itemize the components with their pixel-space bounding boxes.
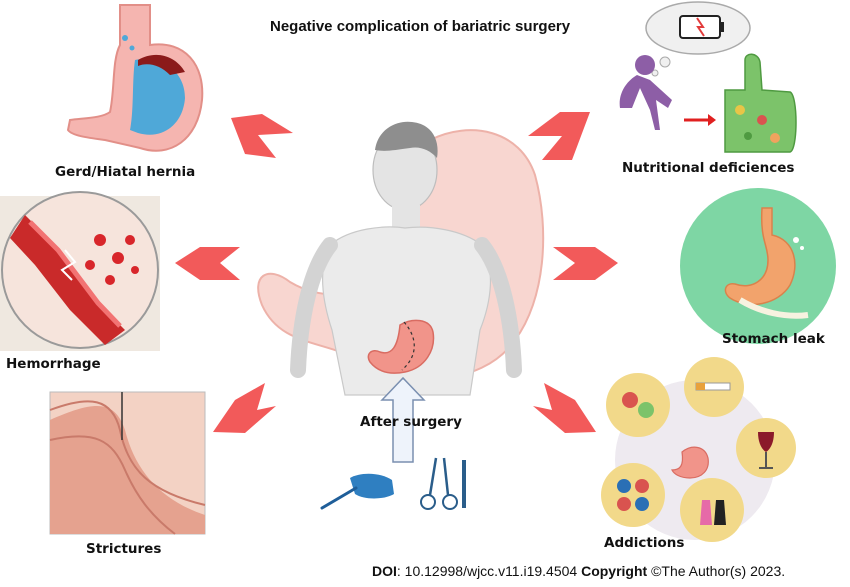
scalpel-hand-icon [320,473,394,510]
red-arrows [175,112,618,433]
sleeve-stomach [367,319,435,374]
addictions-illustration [601,357,796,542]
strictures-illustration [49,391,206,535]
arrow-to-nutrition [528,112,590,160]
nutrition-label: Nutritional deficiences [622,160,795,176]
gerd-label: Gerd/Hiatal hernia [55,164,196,180]
doi-value: : 10.12998/wjcc.v11.i19.4504 [396,563,582,579]
page-title: Negative complication of bariatric surge… [270,18,571,35]
up-arrow [380,376,426,463]
arrow-to-leak [553,247,618,280]
gerd-illustration [66,4,204,152]
gambling-chips-icon [601,463,665,527]
hemorrhage-illustration [0,191,160,351]
copyright-label: Copyright [581,563,648,579]
copyright-value: ©The Author(s) 2023. [647,563,786,579]
arrow-to-gerd [231,114,293,158]
surgical-instruments-icon [420,457,466,510]
food-icon [606,373,670,437]
strictures-label: Strictures [86,541,162,557]
citation-footer: DOI: 10.12998/wjcc.v11.i19.4504 Copyrigh… [372,563,785,579]
arrow-to-hemorrhage [175,247,240,280]
human-figure [290,121,522,396]
stomach-leak-illustration [680,188,836,344]
after-surgery-label: After surgery [360,414,462,430]
arrow-to-strictures [213,383,276,433]
hemorrhage-label: Hemorrhage [6,356,101,372]
stomach-leak-label: Stomach leak [722,331,825,347]
arrow-to-addictions [533,383,596,433]
addictions-label: Addictions [604,535,685,551]
doi-label: DOI [372,563,397,579]
nutrition-illustration [619,1,797,153]
shopping-icon [680,478,744,542]
